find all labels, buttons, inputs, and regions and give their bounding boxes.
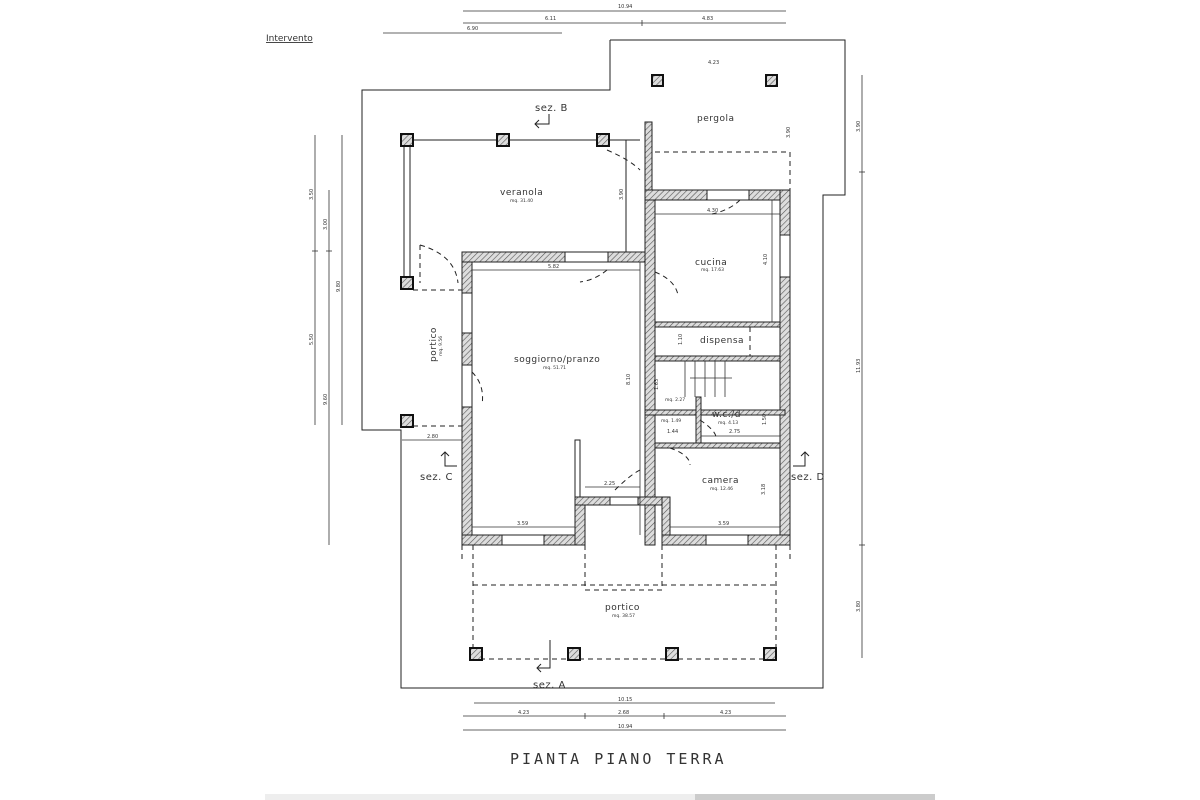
- svg-text:3.50: 3.50: [309, 189, 315, 200]
- portico-left: portico mq. 9.56 2.80: [400, 289, 462, 441]
- svg-text:1.63: 1.63: [654, 379, 660, 390]
- drawing-title: PIANTA PIANO TERRA: [510, 750, 727, 768]
- svg-text:3.90: 3.90: [619, 189, 625, 200]
- svg-text:11.93: 11.93: [856, 359, 862, 373]
- svg-text:mq. 31.40: mq. 31.40: [510, 198, 533, 204]
- svg-text:mq. 2.27: mq. 2.27: [665, 397, 685, 403]
- svg-text:mq. 17.63: mq. 17.63: [701, 267, 724, 273]
- svg-text:sez. B: sez. B: [535, 103, 568, 114]
- intervento-label: Intervento: [266, 34, 313, 44]
- top-dimensions: 10.94 6.11 4.83 6.90: [383, 4, 786, 34]
- svg-text:mq. 9.56: mq. 9.56: [438, 336, 444, 356]
- svg-text:sez. D: sez. D: [791, 472, 825, 483]
- pillar: [765, 74, 778, 87]
- svg-text:4.23: 4.23: [708, 60, 719, 66]
- svg-text:4.30: 4.30: [707, 208, 718, 214]
- svg-text:9.60: 9.60: [323, 394, 329, 405]
- svg-text:mq. 1.49: mq. 1.49: [661, 418, 681, 424]
- svg-text:3.59: 3.59: [718, 521, 729, 527]
- section-a-marker: sez. A: [533, 640, 566, 691]
- room-dispensa: dispensa: [700, 336, 744, 346]
- room-soggiorno: soggiorno/pranzo: [514, 355, 600, 365]
- pillar: [651, 74, 664, 87]
- right-dimensions: 3.90 11.93 3.80: [856, 75, 865, 658]
- svg-text:9.80: 9.80: [336, 281, 342, 292]
- svg-text:3.00: 3.00: [323, 219, 329, 230]
- scrollbar-thumb[interactable]: [695, 794, 935, 800]
- svg-text:8.10: 8.10: [626, 374, 632, 385]
- svg-text:mq. 51.71: mq. 51.71: [543, 365, 566, 371]
- site-outline: [361, 39, 846, 689]
- svg-text:6.90: 6.90: [467, 26, 478, 32]
- bottom-dimensions: 10.15 4.23 2.68 4.23 10.94: [463, 697, 786, 731]
- svg-text:5.50: 5.50: [309, 334, 315, 345]
- svg-text:4.83: 4.83: [702, 16, 713, 22]
- svg-text:sez. A: sez. A: [533, 680, 566, 691]
- svg-text:mq. 12.46: mq. 12.46: [710, 486, 733, 492]
- veranda: veranola mq. 31.40 3.90: [400, 133, 641, 290]
- walls: [461, 189, 791, 546]
- svg-text:5.82: 5.82: [548, 264, 559, 270]
- svg-text:3.59: 3.59: [517, 521, 528, 527]
- section-b-marker: sez. B: [534, 103, 568, 129]
- staircase: [684, 361, 732, 397]
- svg-text:4.10: 4.10: [763, 254, 769, 265]
- svg-text:sez. C: sez. C: [420, 472, 453, 483]
- viewer-scrollbar[interactable]: [265, 794, 935, 800]
- svg-text:4.23: 4.23: [720, 710, 731, 716]
- svg-text:pergola: pergola: [697, 114, 735, 124]
- svg-text:1.50: 1.50: [762, 414, 768, 425]
- room-wc: w.c./d: [712, 410, 741, 420]
- svg-text:10.94: 10.94: [618, 724, 632, 730]
- svg-text:6.11: 6.11: [545, 16, 556, 22]
- section-d-marker: sez. D: [791, 451, 825, 483]
- svg-text:3.80: 3.80: [856, 601, 862, 612]
- svg-text:1.44: 1.44: [667, 429, 678, 435]
- pergola: 4.23 pergola 3.90: [644, 60, 792, 191]
- svg-text:veranola: veranola: [500, 188, 543, 198]
- svg-text:1.10: 1.10: [678, 334, 684, 345]
- svg-text:mq. 38.57: mq. 38.57: [612, 613, 635, 619]
- svg-text:3.18: 3.18: [761, 484, 767, 495]
- svg-text:2.75: 2.75: [729, 429, 740, 435]
- svg-text:10.15: 10.15: [618, 697, 632, 703]
- svg-text:3.90: 3.90: [786, 127, 792, 138]
- portico-bottom: portico mq. 38.57: [461, 545, 791, 661]
- room-cucina: cucina: [695, 258, 727, 268]
- svg-text:10.94: 10.94: [618, 4, 632, 10]
- svg-text:2.68: 2.68: [618, 710, 629, 716]
- svg-text:3.90: 3.90: [856, 121, 862, 132]
- room-camera: camera: [702, 476, 739, 486]
- svg-text:2.25: 2.25: [604, 481, 615, 487]
- svg-text:4.23: 4.23: [518, 710, 529, 716]
- svg-text:portico: portico: [429, 327, 439, 362]
- left-dimensions: 3.50 5.50 3.00 9.60 9.80: [309, 135, 343, 545]
- svg-text:mq. 4.13: mq. 4.13: [718, 420, 738, 426]
- svg-text:portico: portico: [605, 603, 640, 613]
- svg-text:2.80: 2.80: [427, 434, 438, 440]
- section-c-marker: sez. C: [420, 451, 457, 483]
